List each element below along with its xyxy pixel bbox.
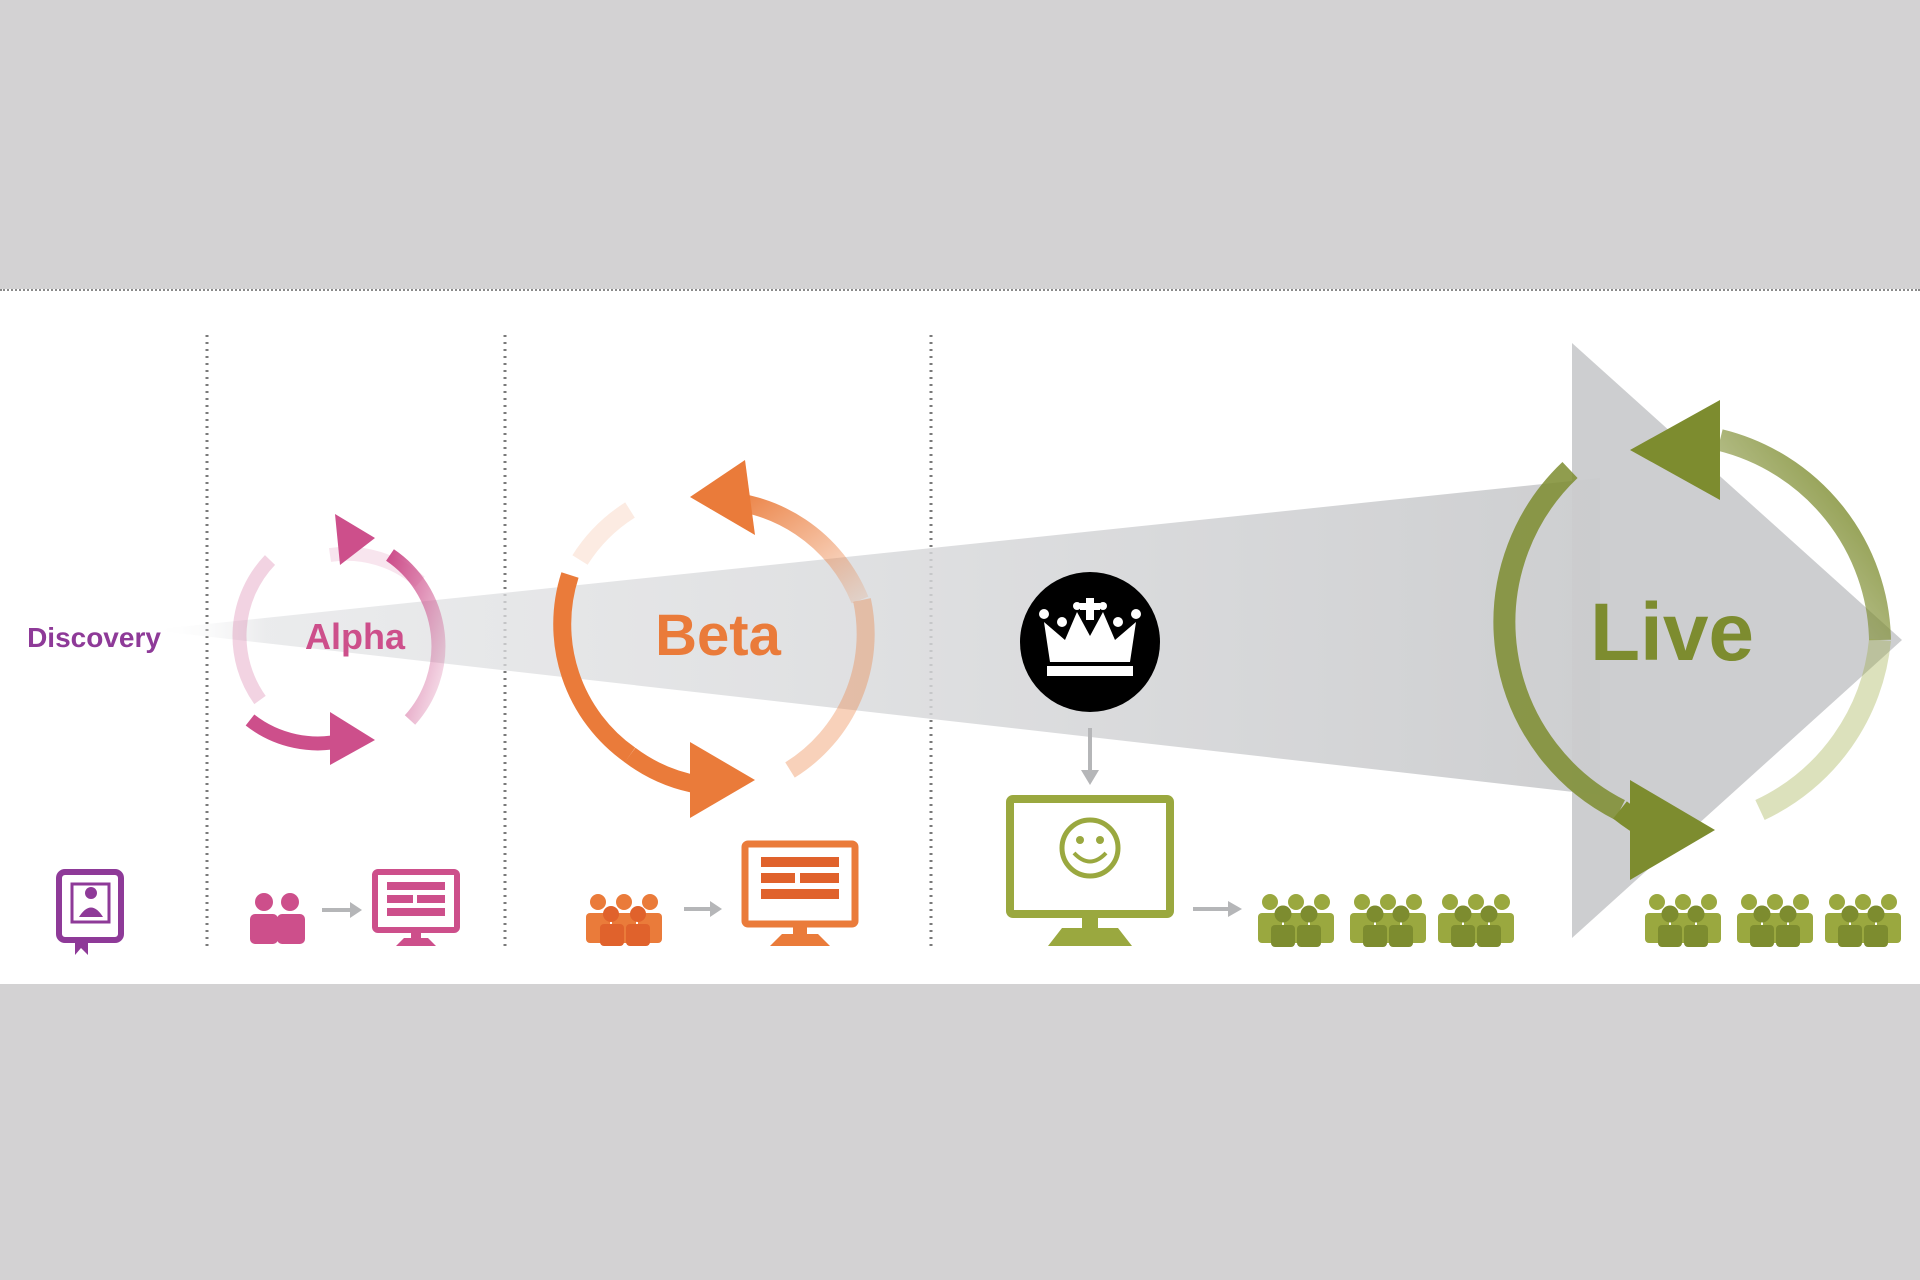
crown-icon (1020, 572, 1160, 712)
user-crowd-icon (1737, 894, 1813, 947)
user-crowd-icon (1825, 894, 1901, 947)
user-pair-icon (250, 893, 305, 944)
user-crowd-icon (1645, 894, 1721, 947)
live-arrowhead (1572, 343, 1902, 938)
alpha-cycle-icon (232, 514, 446, 765)
smiley-monitor-icon (1006, 795, 1174, 946)
progress-funnel (150, 478, 1600, 795)
phase-label-alpha: Alpha (305, 616, 406, 657)
right-arrow-icon (684, 901, 722, 917)
phase-label-discovery: Discovery (27, 622, 161, 653)
user-crowd-group (1258, 894, 1901, 947)
monitor-icon (372, 869, 460, 946)
user-crowd-icon (1258, 894, 1334, 947)
book-user-icon (56, 869, 124, 955)
phase-label-live: Live (1590, 587, 1754, 678)
right-arrow-icon (1193, 901, 1242, 917)
right-arrow-icon (322, 902, 362, 918)
down-arrow-icon (1081, 728, 1099, 785)
monitor-icon (741, 840, 859, 946)
beta-cycle-icon (553, 460, 875, 818)
live-cycle-icon (1493, 400, 1891, 880)
user-crowd-icon (1438, 894, 1514, 947)
user-crowd-icon (1350, 894, 1426, 947)
phase-label-beta: Beta (655, 603, 781, 668)
user-group-icon (586, 894, 662, 946)
